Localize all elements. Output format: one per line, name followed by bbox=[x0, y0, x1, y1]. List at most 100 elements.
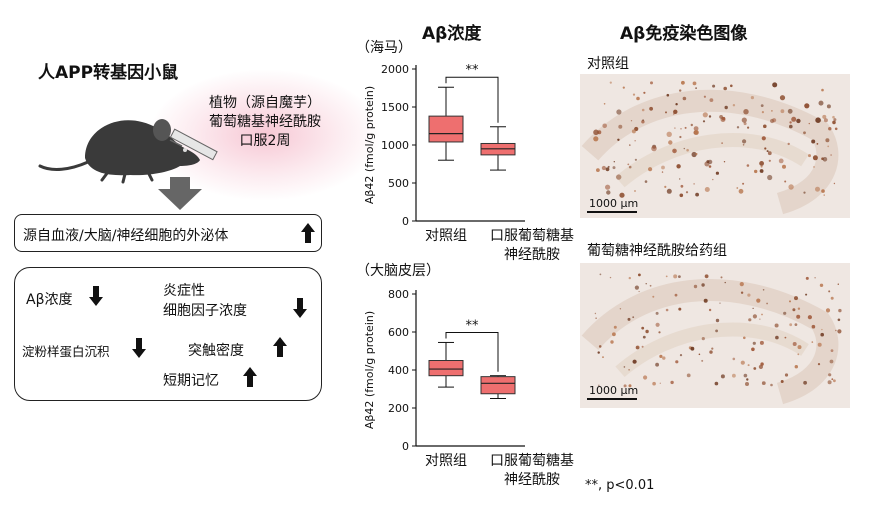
plaque-dot bbox=[701, 283, 705, 287]
plaque-dot bbox=[834, 127, 838, 131]
plaque-dot bbox=[792, 342, 797, 346]
treatment-text: 植物（源自魔芋） 葡萄糖基神经酰胺 口服2周 bbox=[190, 94, 340, 151]
x-category-label: 对照组 bbox=[425, 453, 467, 469]
plaque-dot bbox=[720, 276, 723, 279]
plaque-dot bbox=[695, 153, 698, 155]
plaque-dot bbox=[708, 115, 712, 118]
plaque-dot bbox=[609, 81, 612, 84]
plaque-dot bbox=[816, 143, 819, 145]
plaque-dot bbox=[827, 380, 832, 385]
plaque-dot bbox=[598, 384, 600, 386]
plaque-dot bbox=[708, 165, 712, 168]
plaque-dot bbox=[736, 187, 739, 189]
plaque-dot bbox=[628, 369, 630, 371]
plaque-dot bbox=[634, 158, 637, 161]
mouse-ear bbox=[153, 119, 171, 141]
plaque-dot bbox=[756, 298, 761, 303]
plaque-dot bbox=[759, 318, 761, 320]
plaque-dot bbox=[750, 96, 754, 100]
plaque-dot bbox=[745, 382, 749, 386]
plaque-dot bbox=[664, 185, 667, 188]
y-tick-label: 400 bbox=[388, 364, 409, 377]
plaque-dot bbox=[803, 380, 807, 385]
plaque-dot bbox=[789, 323, 793, 327]
plaque-dot bbox=[703, 298, 708, 303]
plaque-dot bbox=[784, 373, 789, 377]
y-tick-label: 800 bbox=[388, 288, 409, 301]
plaque-dot bbox=[644, 180, 648, 183]
cortex-box-chart: 0200400600800Aβ42 (fmol/g protein)对照组口服葡… bbox=[363, 288, 574, 488]
plaque-dot bbox=[632, 316, 635, 319]
plaque-dot bbox=[723, 86, 727, 91]
plaque-dot bbox=[702, 120, 706, 123]
plaque-dot bbox=[838, 308, 842, 313]
plaque-dot bbox=[643, 375, 648, 380]
plaque-dot bbox=[601, 165, 606, 171]
plaque-dot bbox=[760, 104, 764, 107]
plaque-dot bbox=[817, 342, 822, 347]
plaque-dot bbox=[715, 318, 720, 323]
plaque-dot bbox=[803, 131, 806, 135]
plaque-dot bbox=[805, 293, 808, 296]
down-arrow-icon bbox=[293, 298, 307, 318]
plaque-dot bbox=[622, 86, 625, 89]
plaque-dot bbox=[747, 126, 750, 129]
plaque-dot bbox=[721, 142, 723, 144]
plaque-dot bbox=[676, 164, 681, 169]
box bbox=[428, 360, 464, 377]
plaque-dot bbox=[690, 123, 693, 127]
plaque-dot bbox=[772, 82, 778, 88]
up-arrow-icon bbox=[301, 223, 315, 243]
plaque-dot bbox=[632, 93, 636, 96]
plaque-dot bbox=[642, 335, 646, 339]
plaque-dot bbox=[693, 284, 698, 289]
plaque-dot bbox=[711, 347, 714, 350]
y-tick-label: 0 bbox=[402, 440, 409, 453]
up-arrow-icon bbox=[243, 367, 257, 387]
charts-title: Aβ浓度 bbox=[422, 24, 482, 44]
plaque-dot bbox=[738, 188, 744, 194]
significance-bracket bbox=[445, 76, 499, 123]
plaque-dot bbox=[632, 359, 637, 364]
plaque-dot bbox=[791, 116, 797, 122]
plaque-dot bbox=[602, 356, 604, 358]
plaque-dot bbox=[766, 150, 769, 153]
x-category-label: 神经酰胺 bbox=[504, 472, 560, 488]
plaque-dot bbox=[701, 337, 705, 341]
plaque-dot bbox=[694, 130, 699, 135]
plaque-dot bbox=[788, 184, 794, 190]
plaque-dot bbox=[815, 186, 820, 192]
plaque-dot bbox=[595, 317, 597, 319]
plaque-dot bbox=[679, 178, 681, 180]
plaque-dot bbox=[812, 155, 818, 161]
x-category-label: 对照组 bbox=[425, 228, 467, 244]
plaque-dot bbox=[833, 379, 836, 383]
plaque-dot bbox=[830, 349, 834, 352]
plaque-dot bbox=[613, 325, 617, 329]
plaque-dot bbox=[759, 340, 764, 345]
plaque-dot bbox=[808, 154, 811, 158]
plaque-dot bbox=[787, 142, 790, 146]
scale-label: 1000 μm bbox=[589, 197, 639, 210]
plaque-dot bbox=[742, 144, 745, 146]
plaque-dot bbox=[784, 336, 787, 339]
plaque-dot bbox=[787, 108, 793, 114]
plaque-dot bbox=[616, 109, 622, 115]
plaque-dot bbox=[823, 118, 828, 123]
plaque-dot bbox=[665, 275, 668, 278]
plaque-dot bbox=[837, 329, 842, 334]
tissue-layer bbox=[615, 133, 809, 188]
plaque-dot bbox=[819, 283, 824, 287]
plaque-dot bbox=[619, 308, 622, 310]
plaque-dot bbox=[742, 182, 745, 185]
significance-stars: ** bbox=[466, 318, 480, 333]
plaque-dot bbox=[712, 178, 714, 181]
plaque-dot bbox=[780, 380, 784, 383]
plaque-dot bbox=[782, 164, 786, 169]
plaque-dot bbox=[736, 126, 740, 129]
plaque-dot bbox=[833, 182, 836, 185]
plaque-dot bbox=[760, 362, 764, 366]
plaque-dot bbox=[642, 119, 644, 122]
plaque-dot bbox=[668, 140, 673, 145]
plaque-dot bbox=[739, 282, 744, 287]
